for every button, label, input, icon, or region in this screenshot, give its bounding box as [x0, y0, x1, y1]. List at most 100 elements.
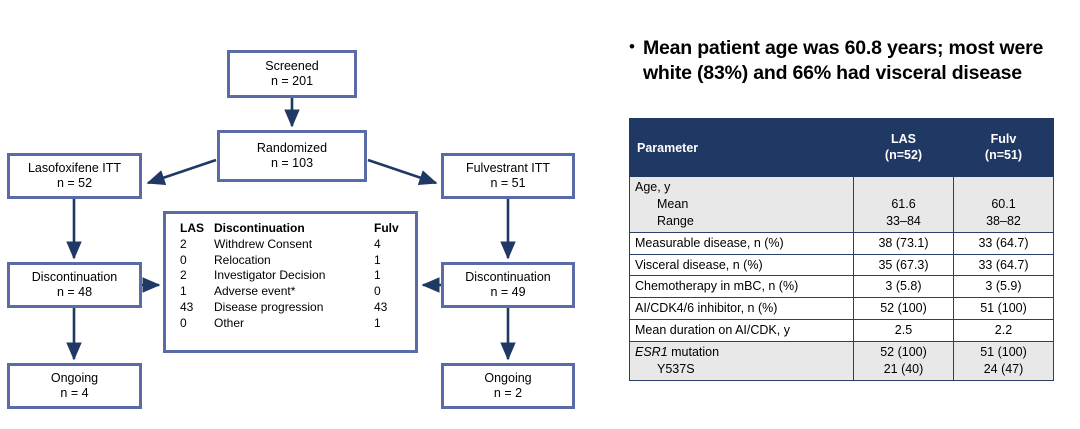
table-cell-fulv-value: 2.2: [994, 323, 1013, 338]
table-row: Measurable disease, n (%) 38 (73.1) 33 (64…: [629, 231, 1054, 255]
table-cell-las-value: 33–84: [886, 213, 921, 228]
table-cell-parameter: Measurable disease, n (%): [629, 231, 854, 255]
reasons-cell-fulv: 1: [374, 315, 381, 330]
summary-bullet-text: Mean patient age was 60.8 years; most we…: [642, 37, 1044, 85]
table-cell-fulv-value: 24 (47): [983, 361, 1024, 376]
flow-box-screened-label: Screened: [265, 59, 319, 74]
table-cell-las: 52 (100) 21 (40): [853, 341, 954, 381]
table-cell-parameter-text: Measurable disease, n (%): [635, 235, 784, 250]
table-cell-las: 3 (5.8): [853, 275, 954, 299]
table-cell-las-value: 52 (100): [880, 345, 927, 359]
table-cell-fulv: 33 (64.7): [953, 253, 1054, 277]
flow-box-lasofoxifene-discontinuation-count: n = 48: [56, 285, 93, 299]
flow-box-fulvestrant-discontinuation-count: n = 49: [490, 285, 526, 299]
reasons-cell-las: 43: [180, 300, 194, 315]
table-cell-fulv-value: 51 (100): [980, 301, 1027, 316]
flow-box-fulvestrant-itt-count: n = 51: [490, 176, 526, 190]
flow-box-lasofoxifene-itt-count: n = 52: [56, 176, 93, 190]
table-header-las-line1: LAS: [891, 131, 916, 146]
table-cell-fulv-value: 33 (64.7): [978, 235, 1029, 250]
table-cell-fulv: 51 (100): [953, 297, 1054, 321]
table-cell-las: 38 (73.1): [853, 231, 954, 255]
flow-box-lasofoxifene-ongoing-count: n = 4: [60, 386, 89, 400]
table-cell-parameter-gene: ESR1: [635, 345, 668, 359]
flow-box-lasofoxifene-itt: Lasofoxifene ITT n = 52: [7, 153, 142, 199]
reasons-cell-fulv: 4: [374, 236, 381, 251]
table-cell-fulv-value: [954, 179, 1053, 196]
table-cell-las: 61.6 33–84: [853, 176, 954, 233]
flow-box-fulvestrant-itt: Fulvestrant ITT n = 51: [441, 153, 575, 199]
flow-box-lasofoxifene-discontinuation-label: Discontinuation: [31, 270, 118, 285]
table-cell-fulv-value: 60.1: [991, 196, 1016, 211]
table-cell-las-value: 61.6: [891, 196, 916, 211]
reasons-cell-reason: Relocation: [214, 252, 271, 267]
table-cell-parameter-text: Mean duration on AI/CDK, y: [635, 323, 790, 338]
table-cell-fulv-value: 51 (100): [980, 345, 1027, 359]
table-cell-parameter: Mean duration on AI/CDK, y: [629, 319, 854, 342]
table-header-fulv-line2: (n=51): [984, 147, 1023, 162]
reasons-cell-las: 0: [180, 252, 187, 267]
table-header-parameter: Parameter: [629, 118, 854, 177]
table-cell-las: 35 (67.3): [853, 253, 954, 277]
table-cell-parameter-text: Visceral disease, n (%): [635, 257, 763, 272]
table-cell-las-value: 3 (5.8): [885, 279, 922, 294]
table-header-row: Parameter LAS (n=52) Fulv (n=51): [629, 118, 1054, 177]
table-header-las-line2: (n=52): [884, 147, 923, 162]
reasons-cell-las: LAS: [180, 221, 204, 235]
flow-box-lasofoxifene-itt-label: Lasofoxifene ITT: [27, 161, 122, 176]
table-cell-parameter-text: AI/CDK4/6 inhibitor, n (%): [635, 301, 778, 316]
right-panel: • Mean patient age was 60.8 years; most …: [620, 0, 1080, 429]
table-cell-las: 2.5: [853, 319, 954, 342]
table-row: Mean duration on AI/CDK, y 2.5 2.2: [629, 319, 1054, 342]
table-cell-las-value: 21 (40): [883, 361, 924, 376]
reasons-cell-fulv: 1: [374, 268, 381, 283]
table-header-las: LAS (n=52): [853, 118, 954, 177]
table-cell-fulv-value: 38–82: [986, 213, 1021, 228]
reasons-row: 0 Other 1: [180, 316, 402, 332]
flow-box-fulvestrant-ongoing-count: n = 2: [493, 386, 523, 400]
flow-box-randomized: Randomized n = 103: [217, 130, 367, 182]
flow-box-fulvestrant-ongoing-label: Ongoing: [484, 371, 532, 386]
table-row: Chemotherapy in mBC, n (%)3 (5.8)3 (5.9): [629, 275, 1054, 299]
table-header-fulv-line1: Fulv: [990, 131, 1017, 146]
table-cell-las-value: 52 (100): [880, 301, 927, 316]
reasons-row: 2 Withdrew Consent 4: [180, 237, 402, 253]
table-cell-fulv: 60.1 38–82: [953, 176, 1054, 233]
reasons-cell-las: 0: [180, 315, 187, 330]
table-cell-parameter: AI/CDK4/6 inhibitor, n (%): [629, 297, 854, 321]
flow-box-fulvestrant-itt-label: Fulvestrant ITT: [465, 161, 551, 176]
table-row: Visceral disease, n (%) 35 (67.3) 33 (64.7…: [629, 253, 1054, 277]
reasons-cell-fulv: 0: [374, 284, 381, 299]
table-cell-las-value: 35 (67.3): [878, 257, 929, 272]
reasons-cell-reason: Other: [214, 315, 245, 330]
bullet-point-icon: •: [629, 37, 635, 56]
table-cell-fulv: 2.2: [953, 319, 1054, 342]
table-cell-las: 52 (100): [853, 297, 954, 321]
reasons-cell-las: 1: [180, 284, 187, 299]
flow-box-fulvestrant-discontinuation-label: Discontinuation: [465, 270, 551, 285]
table-cell-fulv-value: 33 (64.7): [978, 257, 1029, 272]
consort-flow-diagram: Screened n = 201 Randomized n = 103 Laso…: [7, 50, 575, 409]
reasons-cell-reason: Withdrew Consent: [214, 236, 313, 251]
summary-bullet: • Mean patient age was 60.8 years; most …: [629, 36, 1075, 87]
reasons-row: 0 Relocation 1: [180, 253, 402, 269]
flow-box-randomized-label: Randomized: [256, 141, 328, 156]
reasons-cell-las: 2: [180, 268, 187, 283]
table-cell-parameter-text: Chemotherapy in mBC, n (%): [635, 279, 799, 294]
reasons-cell-fulv: 1: [374, 252, 381, 267]
reasons-cell-reason: Discontinuation: [214, 221, 305, 235]
flow-box-lasofoxifene-ongoing-label: Ongoing: [50, 371, 99, 386]
reasons-cell-las: 2: [180, 236, 187, 251]
table-cell-parameter-sublabel: Mean: [657, 196, 689, 211]
